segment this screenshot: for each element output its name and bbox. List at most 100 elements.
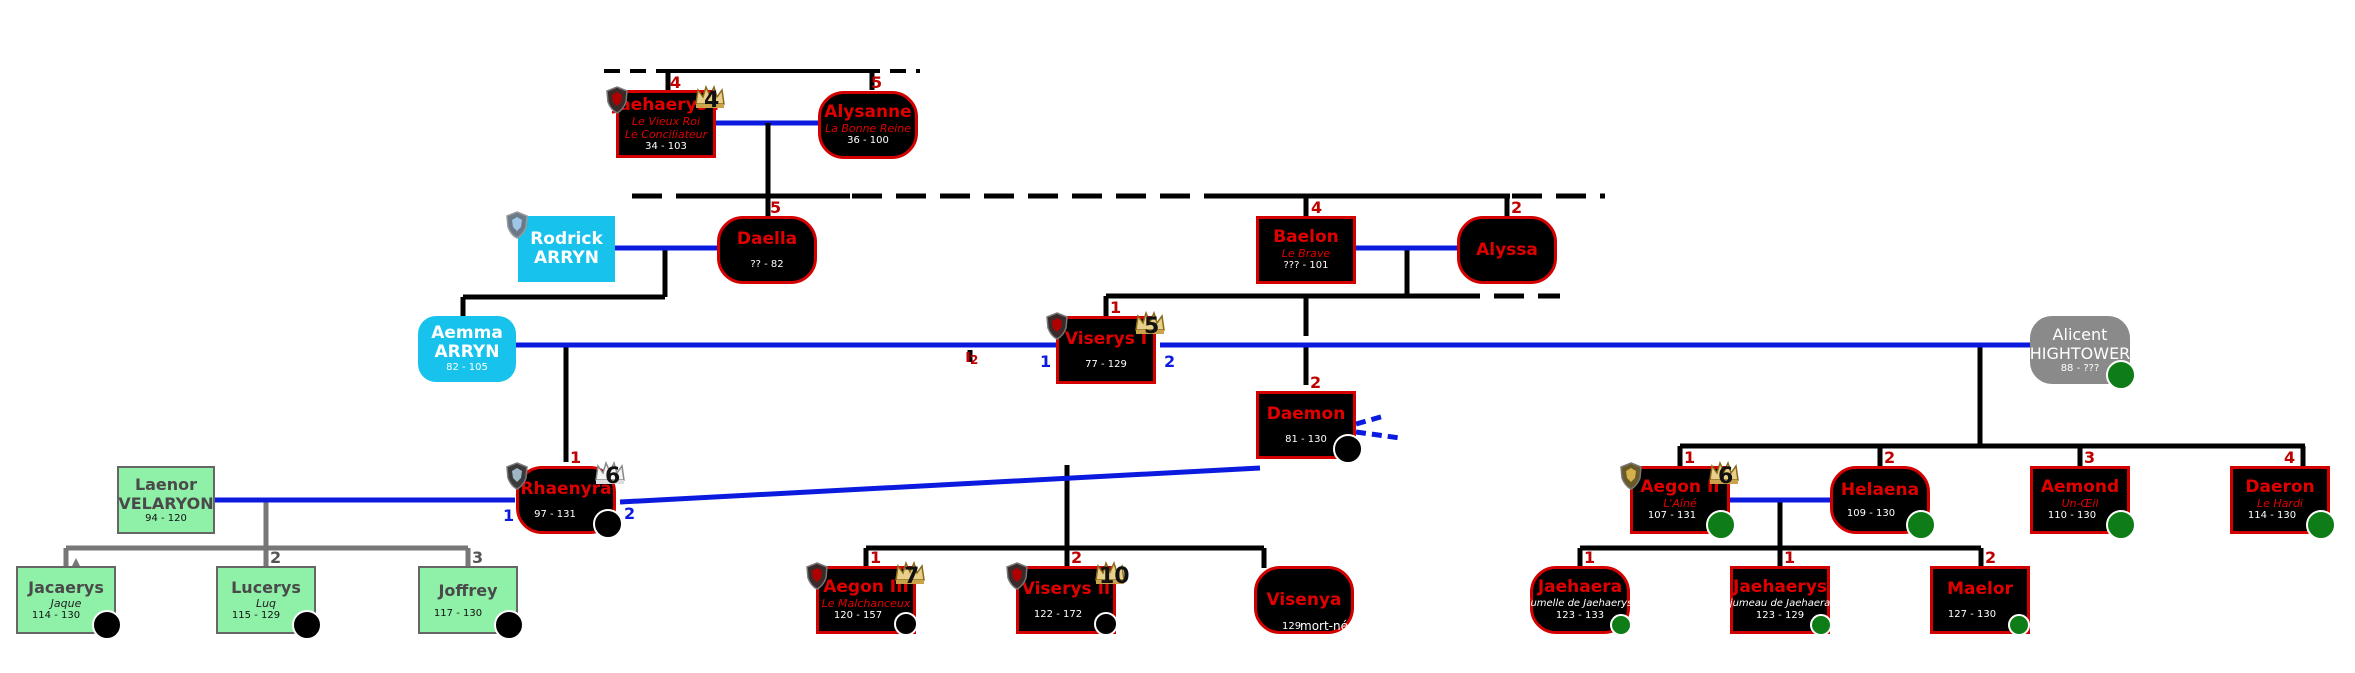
crown-icon [895,560,925,584]
person-name: Aemma [431,323,503,343]
person-alysanne[interactable]: Alysanne La Bonne Reine 36 - 100 [818,91,918,159]
birth-order-label: 5 [770,198,782,217]
alive-marker [1906,510,1936,540]
person-name: Rodrick [530,229,603,249]
person-name: Baelon [1273,227,1339,247]
person-rodrick-arryn[interactable]: Rodrick ARRYN [518,216,615,282]
person-epithet: Le Conciliateur [624,127,708,141]
person-epithet: Luq [255,597,277,610]
birth-order-label: 2 [1511,198,1523,217]
person-epithet: Un-Œil [2061,497,2099,510]
person-dates: 120 - 157 [833,610,883,621]
marriage-order-left: 1 [1040,352,1052,371]
shield-icon [606,86,628,114]
king-number: 4 [704,88,720,113]
birth-order-label: 1 [570,448,582,467]
velaryon-descent-lines [63,500,471,568]
person-dates: 122 - 172 [1033,608,1083,620]
king-number: 6 [1718,464,1734,489]
birth-order-label: 1 [1110,298,1122,317]
person-dates: 129 [1282,621,1302,632]
person-epithet: Le Brave [1281,247,1331,260]
crown-icon [1095,560,1125,584]
crown-icon [1135,310,1165,334]
person-aemma-arryn[interactable]: Aemma ARRYN 82 - 105 [418,316,516,382]
person-visenya[interactable]: Visenya [1254,566,1354,634]
person-name: Visenya [1266,589,1342,610]
marriage-lines [215,245,2040,505]
birth-order-label: 1 [1584,548,1596,567]
alive-marker [2008,614,2030,636]
birth-order-label: 3 [472,548,484,567]
person-name: Lucerys [231,578,301,597]
birth-order-label: 2 [1884,448,1896,467]
birth-order-label: 2 [1985,548,1997,567]
person-epithet: Le Vieux Roi [631,114,701,128]
marriage-order-left: 1 [503,506,515,525]
person-rhaenyra[interactable]: Rhaenyra 97 - 131 [516,466,616,534]
marriage-order-right: 2 [1164,352,1176,371]
person-house: VELARYON [118,494,214,513]
person-epithet: L'Aîné [1663,497,1697,510]
person-epithet: jumeau de Jaehaera [1729,598,1831,609]
person-name: Laenor [134,475,198,494]
person-lucerys[interactable]: Lucerys Luq 115 - 129 [216,566,316,634]
person-dates: 81 - 130 [1285,433,1327,445]
deceased-marker [1094,612,1118,636]
shield-icon [1620,462,1642,490]
stillborn-note: mort-né [1300,619,1348,633]
person-epithet: jumelle de Jaehaerys [1527,598,1633,609]
descent-lines [460,71,2306,568]
person-dates: 127 - 130 [1947,608,1997,620]
person-name: Jacaerys [28,578,104,597]
person-dates: 82 - 105 [446,362,488,373]
deceased-marker [593,509,623,539]
birth-order-label: 4 [670,73,682,92]
person-dates: 117 - 130 [433,607,483,619]
birth-order-label: 4 [2284,448,2296,467]
alive-marker [2306,510,2336,540]
person-aemond[interactable]: Aemond Un-Œil 110 - 130 [2030,466,2130,534]
person-epithet: Le Hardi [2257,497,2303,510]
person-house: HIGHTOWER [2029,344,2131,363]
person-daella[interactable]: Daella ?? - 82 [717,216,817,284]
edge-label: 2 [970,353,979,367]
shield-icon [506,211,528,239]
person-dates: 88 - ??? [2060,363,2100,374]
person-name: Daemon [1266,403,1346,424]
crown-icon [695,84,725,108]
person-dates: ?? - 82 [750,258,784,270]
deceased-marker [494,610,524,640]
alive-marker [2106,360,2136,390]
person-name: Daeron [2245,477,2315,497]
person-name: Alicent [2052,325,2108,344]
person-laenor-velaryon[interactable]: Laenor VELARYON 94 - 120 [117,466,215,534]
person-name: Aegon III [823,577,909,597]
deceased-marker [292,610,322,640]
person-name: Alysanne [824,102,912,122]
person-dates: 114 - 130 [31,610,81,621]
person-name: Alyssa [1476,239,1538,260]
person-name: Jaehaerys [1733,577,1828,597]
person-name: Rhaenyra [520,478,612,499]
person-baelon[interactable]: Baelon Le Brave ??? - 101 [1256,216,1356,284]
shield-icon [1046,312,1068,340]
person-dates: 123 - 129 [1755,610,1805,621]
person-name: Maelor [1947,578,2013,599]
alive-marker [2106,510,2136,540]
person-house: ARRYN [534,248,599,268]
person-name: Daella [736,228,798,249]
alive-marker [1610,614,1632,636]
king-number: 10 [1099,564,1130,589]
birth-order-label: 2 [1071,548,1083,567]
small-arrow [72,558,80,566]
person-dates: 115 - 129 [231,610,281,621]
person-dates: 77 - 129 [1085,358,1127,370]
person-name: Aemond [2040,477,2120,497]
person-alyssa[interactable]: Alyssa [1457,216,1557,284]
person-dates: 109 - 130 [1846,507,1896,519]
person-epithet: La Bonne Reine [824,122,912,135]
person-dates: 114 - 130 [2247,510,2297,521]
king-number: 6 [605,464,621,489]
